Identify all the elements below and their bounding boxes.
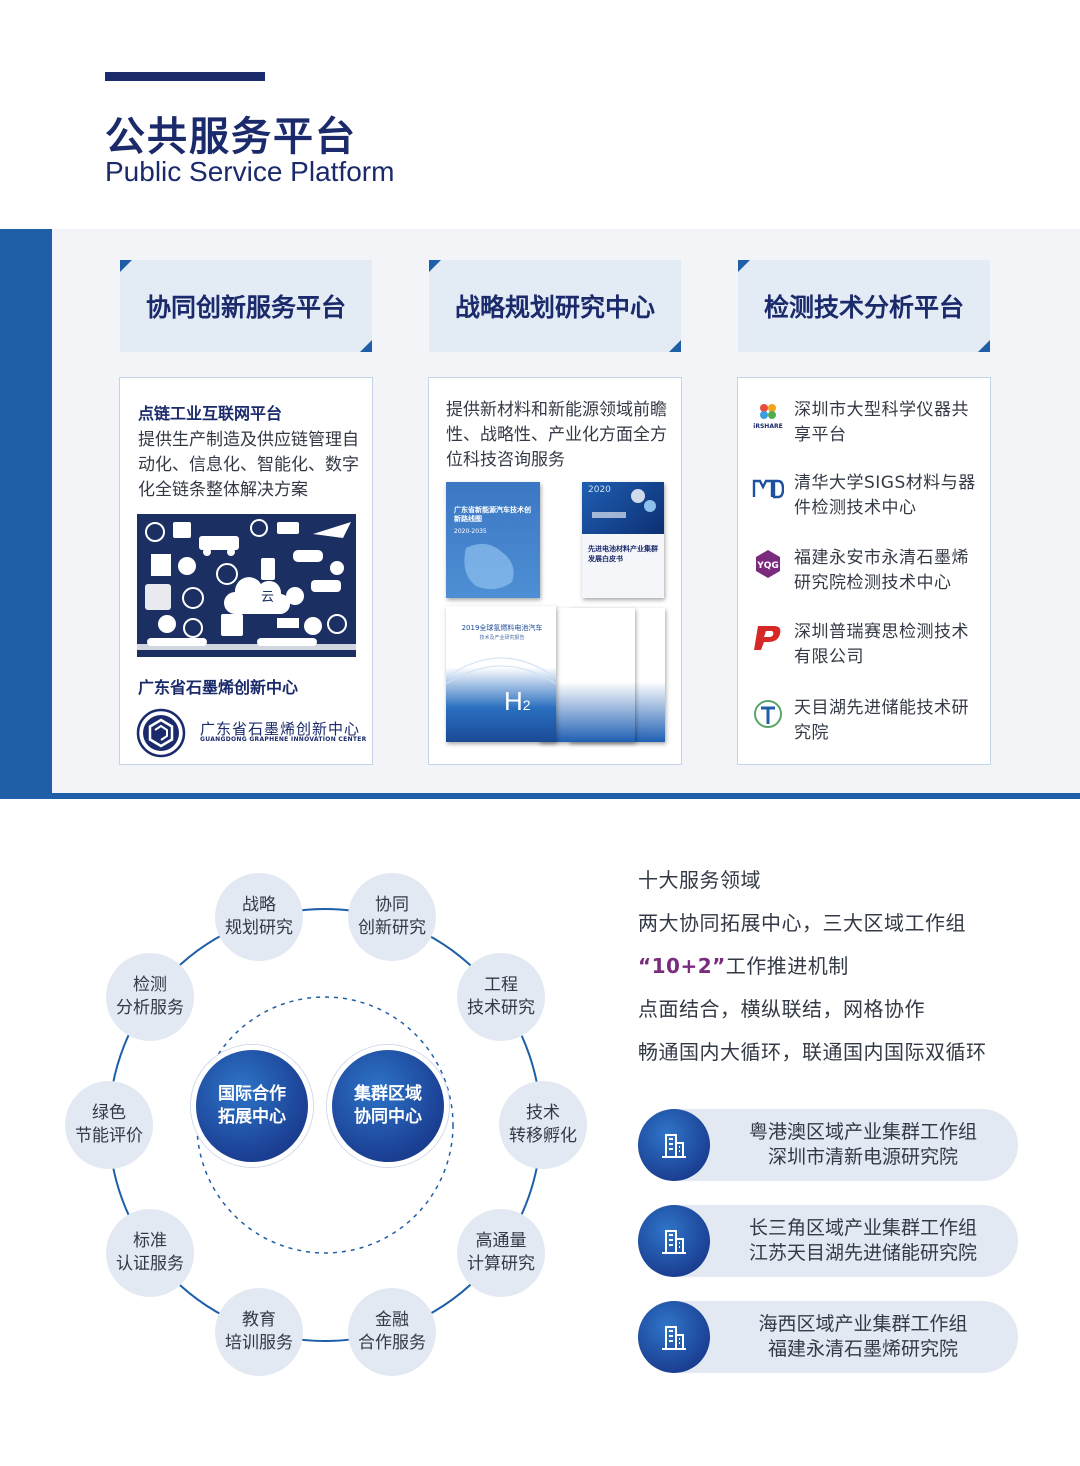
node-high-throughput: 高通量计算研究: [457, 1209, 545, 1297]
mid-logo-icon: [752, 479, 784, 499]
hub-international: 国际合作拓展中心: [191, 1045, 313, 1167]
platform-description: 提供生产制造及供应链管理自动化、信息化、智能化、数字化全链条整体解决方案: [138, 430, 359, 500]
group-name: 海西区域产业集群工作组: [758, 1313, 968, 1335]
node-green-energy: 绿色节能评价: [65, 1081, 153, 1169]
testing-platform-box: iRSHARE 深圳市大型科学仪器共享平台 清华大学SIGS材料与器件检测技术中…: [737, 377, 991, 765]
collab-platform-box: 点链工业互联网平台 提供生产制造及供应链管理自动化、信息化、智能化、数字化全链条…: [119, 377, 373, 765]
logo-chinese-name: 广东省石墨烯创新中心: [200, 720, 361, 738]
group-org: 深圳市清新电源研究院: [767, 1146, 958, 1168]
book-subtitle: 技术及产业研究报告: [479, 635, 525, 641]
section-bottom-stripe: [52, 793, 1080, 799]
working-group-west-strait: 海西区域产业集群工作组 福建永清石墨烯研究院: [638, 1301, 1018, 1373]
group-org: 福建永清石墨烯研究院: [767, 1338, 958, 1360]
svg-text:iRSHARE: iRSHARE: [753, 423, 782, 430]
building-icon: [638, 1301, 710, 1373]
graphene-center-logo-icon: [136, 708, 186, 758]
book-year: 2020-2035: [454, 528, 487, 535]
node-strategy: 战略规划研究: [215, 873, 303, 961]
lab-name: 深圳普瑞赛思检测技术有限公司: [794, 622, 969, 667]
logo-english-name: GUANGDONG GRAPHENE INNOVATION CENTER: [200, 736, 367, 743]
lab-name: 清华大学SIGS材料与器件检测技术中心: [794, 473, 976, 518]
title-accent-bar: [105, 72, 265, 81]
list-item: 深圳普瑞赛思检测技术有限公司: [752, 620, 982, 674]
node-testing: 检测分析服务: [106, 953, 194, 1041]
column-heading-collab: 协同创新服务平台: [120, 260, 372, 352]
book-year: 2020: [588, 485, 611, 495]
lab-name: 天目湖先进储能技术研究院: [794, 698, 969, 743]
node-education: 教育培训服务: [215, 1288, 303, 1376]
svg-text:YQG: YQG: [756, 561, 779, 571]
list-item: 清华大学SIGS材料与器件检测技术中心: [752, 471, 982, 525]
building-icon: [638, 1205, 710, 1277]
section-side-stripe: [0, 229, 52, 799]
graphene-logo-icon: YQG: [756, 550, 780, 578]
organization-name: 广东省石墨烯创新中心: [138, 678, 299, 697]
group-name: 粤港澳区域产业集群工作组: [748, 1121, 977, 1143]
page-title: 公共服务平台: [105, 114, 357, 160]
mechanism-highlight: “10+2”: [638, 954, 726, 978]
report-cover-whitepaper: 2020 先进电池材料产业集群发展白皮书: [582, 482, 664, 598]
book-title: 广东省新能源汽车技术创新路线图: [454, 506, 531, 523]
summary-line-5: 畅通国内大循环，联通国内国际双循环: [638, 1040, 987, 1064]
strategy-description: 提供新材料和新能源领域前瞻性、战略性、产业化方面全方位科技咨询服务: [446, 400, 667, 470]
node-finance: 金融合作服务: [348, 1288, 436, 1376]
p-logo-icon: [754, 626, 781, 650]
building-icon: [638, 1109, 710, 1181]
book-title: 先进电池材料产业集群发展白皮书: [588, 545, 658, 563]
lab-name: 深圳市大型科学仪器共享平台: [794, 400, 969, 445]
platform-name: 点链工业互联网平台: [138, 404, 283, 423]
summary-line-4: 点面结合，横纵联结，网格协作: [638, 997, 925, 1021]
working-group-gba: 粤港澳区域产业集群工作组 深圳市清新电源研究院: [638, 1109, 1018, 1181]
irshare-logo-icon: iRSHARE: [753, 404, 783, 430]
node-engineering: 工程技术研究: [457, 953, 545, 1041]
summary-line-3: “10+2”工作推进机制: [638, 954, 849, 978]
strategy-center-box: 提供新材料和新能源领域前瞻性、战略性、产业化方面全方位科技咨询服务 广东省新能源…: [428, 377, 682, 765]
page-subtitle: Public Service Platform: [105, 156, 395, 187]
group-org: 江苏天目湖先进储能研究院: [748, 1242, 977, 1264]
h2-subscript: 2: [522, 697, 531, 713]
h2-symbol: H: [504, 686, 523, 716]
node-tech-transfer: 技术转移孵化: [499, 1081, 587, 1169]
tmh-logo-icon: [754, 700, 782, 728]
list-item: iRSHARE 深圳市大型科学仪器共享平台: [752, 398, 982, 452]
book-title: 2019全球氢燃料电池汽车: [461, 624, 543, 632]
hub-cluster: 集群区域协同中心: [327, 1045, 449, 1167]
working-group-yrd: 长三角区域产业集群工作组 江苏天目湖先进储能研究院: [638, 1205, 1018, 1277]
summary-line-2: 两大协同拓展中心，三大区域工作组: [638, 911, 966, 935]
list-item: YQG 福建永安市永清石墨烯研究院检测技术中心: [752, 546, 982, 600]
cloud-label: 云: [261, 590, 275, 605]
node-standards: 标准认证服务: [106, 1209, 194, 1297]
service-domain-diagram: 战略规划研究 协同创新研究 工程技术研究 技术转移孵化 高通量计算研究 金融合作…: [50, 860, 610, 1380]
report-cover-hydrogen: 2019全球氢燃料电池汽车 技术及产业研究报告 H2: [446, 606, 556, 742]
report-cover-roadmap: 广东省新能源汽车技术创新路线图 2020-2035: [446, 482, 540, 598]
column-heading-strategy: 战略规划研究中心: [429, 260, 681, 352]
column-heading-testing: 检测技术分析平台: [738, 260, 990, 352]
group-name: 长三角区域产业集群工作组: [748, 1217, 977, 1239]
lab-name: 福建永安市永清石墨烯研究院检测技术中心: [794, 548, 969, 593]
node-collab-research: 协同创新研究: [348, 873, 436, 961]
industrial-internet-graphic: 云: [137, 514, 356, 657]
summary-line-1: 十大服务领域: [638, 868, 761, 892]
list-item: 天目湖先进储能技术研究院: [752, 696, 982, 750]
